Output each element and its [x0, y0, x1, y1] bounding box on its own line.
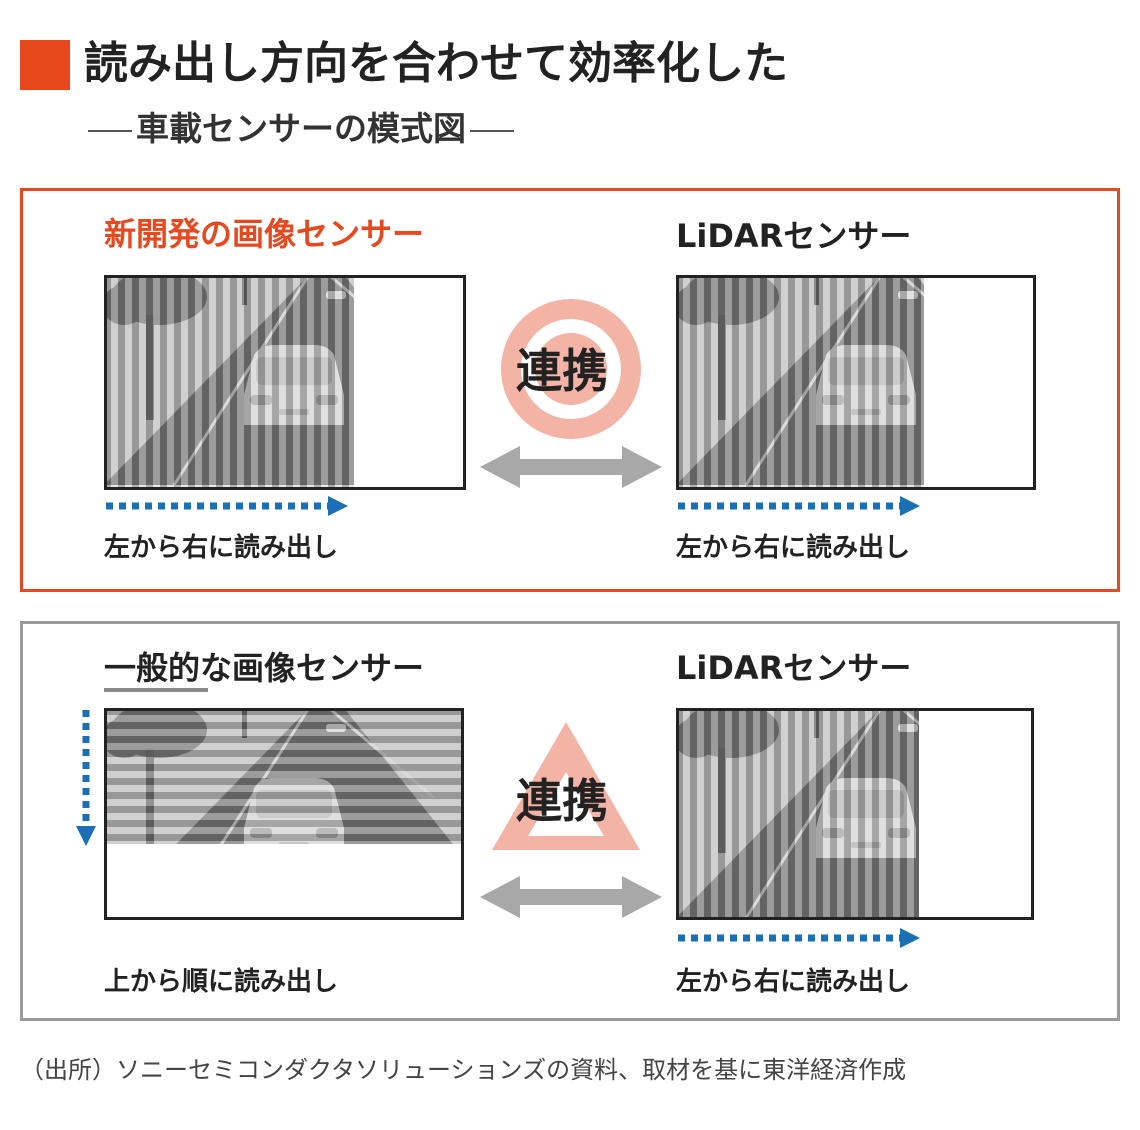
- caption-top-right: 左から右に読み出し: [676, 533, 911, 563]
- readout-arrow-left-to-right: [678, 928, 920, 948]
- caption-bottom-left: 上から順に読み出し: [104, 967, 339, 997]
- page-subtitle: 車載センサーの模式図: [84, 106, 518, 152]
- readout-arrow-left-to-right: [106, 496, 348, 516]
- frame-new-sensor: [104, 275, 466, 490]
- double-arrow-icon: [480, 446, 662, 488]
- readout-arrow-top-to-bottom: [76, 710, 96, 846]
- label-lidar-top: LiDARセンサー: [676, 217, 912, 255]
- label-conventional-image-sensor: 一般的な画像センサー: [104, 649, 425, 687]
- caption-bottom-right: 左から右に読み出し: [676, 967, 911, 997]
- frame-lidar-top: [676, 275, 1036, 490]
- source-note: （出所）ソニーセミコンダクタソリューションズの資料、取材を基に東洋経済作成: [20, 1056, 907, 1084]
- subtitle-dash-right: [470, 129, 514, 132]
- double-arrow-icon: [480, 876, 662, 918]
- page-title: 読み出し方向を合わせて効率化した: [84, 38, 788, 89]
- panel-new-sensor: [20, 188, 1120, 592]
- subtitle-dash-left: [88, 129, 132, 132]
- frame-conventional-sensor: [104, 708, 464, 920]
- subtitle-text: 車載センサーの模式図: [136, 109, 466, 148]
- frame-lidar-bottom: [676, 708, 1034, 920]
- title-marker: [20, 40, 70, 90]
- link-label-bottom: 連携: [516, 774, 608, 828]
- link-label-top: 連携: [516, 344, 608, 398]
- label-new-image-sensor: 新開発の画像センサー: [104, 215, 425, 253]
- double-circle-icon: [501, 299, 641, 439]
- readout-arrow-left-to-right: [678, 496, 920, 516]
- caption-top-left: 左から右に読み出し: [104, 533, 339, 563]
- triangle-icon: [492, 722, 640, 850]
- label-lidar-bottom: LiDARセンサー: [676, 649, 912, 687]
- panel-conventional-sensor: [20, 621, 1120, 1021]
- label-underline: [104, 688, 208, 692]
